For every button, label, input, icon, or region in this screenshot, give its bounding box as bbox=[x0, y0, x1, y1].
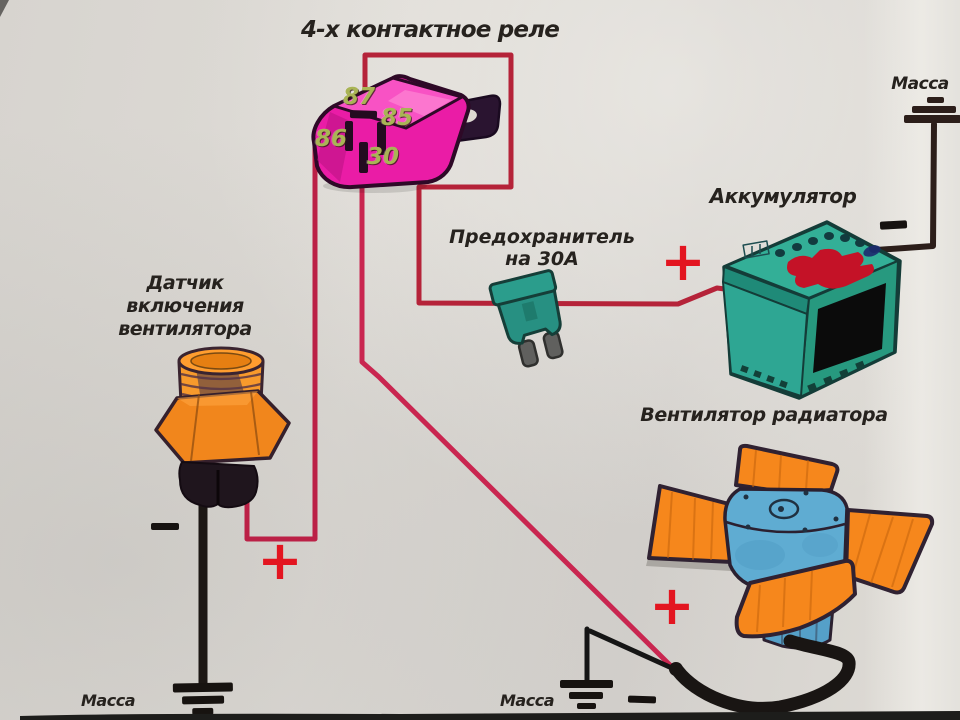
relay-pin-87-label: 87 bbox=[343, 84, 376, 110]
battery-plus-sign: + bbox=[660, 230, 706, 293]
relay-pin-slots bbox=[345, 110, 386, 173]
ground-label-top-right: Масса bbox=[891, 74, 949, 94]
battery-base-notches bbox=[740, 360, 866, 393]
fan-label: Вентилятор радиатора bbox=[640, 404, 888, 426]
battery-label-panel bbox=[813, 283, 886, 373]
relay-pin-85-label: 85 bbox=[381, 105, 414, 131]
sensor-plus-sign: + bbox=[257, 529, 303, 592]
battery-minus-sign bbox=[879, 220, 908, 230]
fuse-label-line1: Предохранитель bbox=[449, 226, 635, 248]
sensor-label-line2: включения bbox=[126, 295, 244, 317]
fuse-label: Предохранитель на 30А bbox=[438, 226, 646, 270]
fan-drawing bbox=[646, 443, 935, 715]
ground-label-bottom-center: Масса bbox=[500, 691, 554, 710]
wire-relay87-fuse-battery bbox=[362, 52, 743, 307]
relay-drawing bbox=[311, 74, 502, 193]
ground-label-bottom-left: Масса bbox=[81, 691, 135, 710]
battery-red-splash bbox=[787, 248, 874, 289]
fan-plus-sign: + bbox=[649, 574, 695, 637]
fuse-label-line2: на 30А bbox=[505, 248, 579, 270]
battery-label: Аккумулятор bbox=[709, 184, 857, 208]
wire-fan-ground bbox=[584, 626, 677, 684]
sensor-minus-sign bbox=[151, 523, 179, 530]
ground-symbol-bottom-center bbox=[560, 680, 613, 709]
fan-bottom-blade bbox=[734, 558, 857, 639]
photo-bottom-edge bbox=[20, 711, 960, 720]
ground-symbol-bottom-left bbox=[172, 682, 233, 716]
fan-power-cable bbox=[671, 634, 856, 715]
sensor-label-line3: вентилятора bbox=[118, 318, 252, 340]
fan-minus-sign bbox=[627, 695, 657, 704]
sensor-drawing bbox=[154, 346, 291, 509]
wire-relay86-sensor bbox=[244, 129, 318, 542]
wire-relay30-fan bbox=[359, 167, 675, 670]
battery-drawing bbox=[722, 220, 902, 400]
cable-junction bbox=[669, 662, 683, 676]
sensor-label: Датчик включения вентилятора bbox=[100, 272, 270, 341]
wire-battery-ground bbox=[873, 121, 937, 253]
fuse-drawing bbox=[488, 269, 564, 368]
diagram-title: 4-х контактное реле bbox=[300, 17, 560, 43]
hub-screws bbox=[743, 490, 839, 533]
sensor-label-line1: Датчик bbox=[146, 272, 224, 294]
relay-pin-30-label: 30 bbox=[367, 144, 400, 170]
ground-symbol-top-right bbox=[904, 97, 960, 123]
relay-pin-86-label: 86 bbox=[315, 126, 348, 152]
photo-corner-smudge bbox=[0, 0, 9, 17]
